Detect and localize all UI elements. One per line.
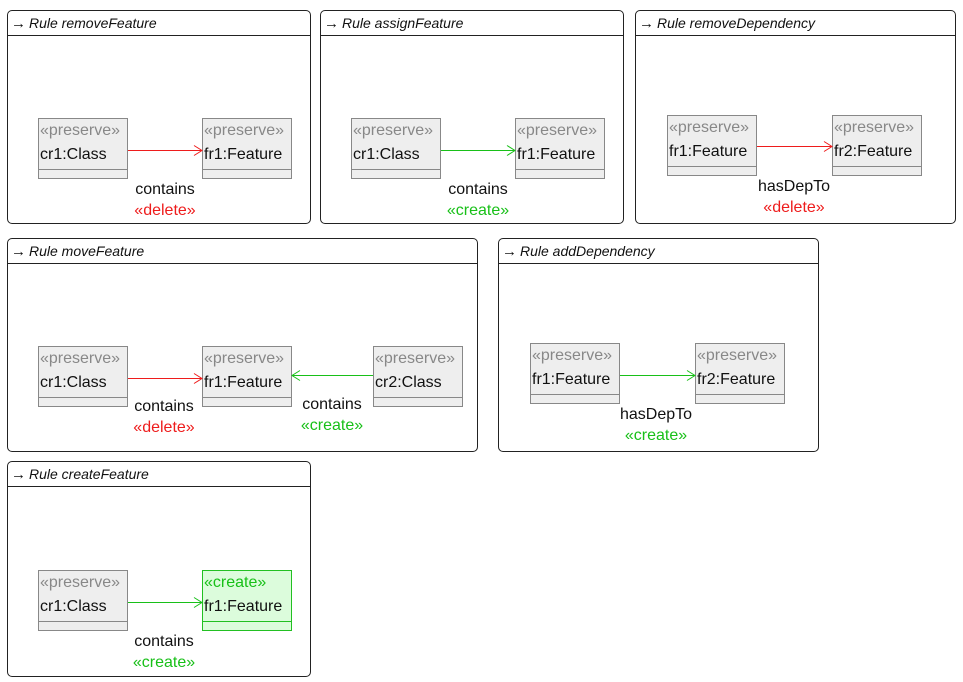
node-name: fr1:Feature: [517, 146, 596, 163]
node-compartment-divider: [39, 397, 127, 398]
node-stereotype: «preserve»: [532, 347, 613, 364]
rule-panel[interactable]: →Rule assignFeature: [320, 10, 624, 224]
rule-panel[interactable]: →Rule moveFeature: [7, 238, 478, 452]
node-stereotype: «preserve»: [697, 347, 778, 364]
edge-stereotype: «create»: [446, 202, 510, 219]
node-compartment-divider: [833, 166, 921, 167]
edge-stereotype: «delete»: [134, 202, 196, 219]
node-cr1-class[interactable]: «preserve» cr1:Class: [38, 346, 128, 407]
rule-title: Rule moveFeature: [29, 243, 145, 259]
node-fr1-feature[interactable]: «create» fr1:Feature: [202, 570, 292, 631]
rule-header[interactable]: →Rule createFeature: [8, 462, 310, 487]
rule-title: Rule addDependency: [520, 243, 655, 259]
rule-header[interactable]: →Rule removeFeature: [8, 11, 310, 36]
node-name: cr1:Class: [40, 146, 107, 163]
node-name: cr2:Class: [375, 374, 442, 391]
edge-stereotype: «create»: [132, 654, 196, 671]
node-fr1-feature[interactable]: «preserve» fr1:Feature: [667, 115, 757, 176]
node-name: fr1:Feature: [532, 371, 611, 388]
node-fr1-feature[interactable]: «preserve» fr1:Feature: [515, 118, 605, 179]
edge-stereotype: «delete»: [133, 419, 195, 436]
node-compartment-divider: [39, 621, 127, 622]
edge-label: hasDepTo: [757, 178, 831, 195]
node-stereotype: «preserve»: [204, 350, 285, 367]
rule-header[interactable]: →Rule assignFeature: [321, 11, 623, 36]
node-name: fr1:Feature: [669, 143, 748, 160]
node-stereotype: «preserve»: [834, 119, 915, 136]
rule-arrow-icon: →: [11, 15, 26, 32]
node-stereotype: «preserve»: [204, 122, 285, 139]
node-name: fr1:Feature: [204, 146, 283, 163]
rule-arrow-icon: →: [324, 15, 339, 32]
rule-header[interactable]: →Rule addDependency: [499, 239, 818, 264]
node-name: fr1:Feature: [204, 598, 283, 615]
node-compartment-divider: [39, 169, 127, 170]
rule-header[interactable]: →Rule removeDependency: [636, 11, 955, 36]
node-compartment-divider: [668, 166, 756, 167]
node-name: cr1:Class: [40, 598, 107, 615]
edge-stereotype: «create»: [624, 427, 688, 444]
rule-title: Rule removeFeature: [29, 15, 157, 31]
node-fr1-feature[interactable]: «preserve» fr1:Feature: [202, 346, 292, 407]
node-compartment-divider: [696, 394, 784, 395]
node-compartment-divider: [516, 169, 604, 170]
edge-label: contains: [448, 181, 508, 198]
node-cr1-class[interactable]: «preserve» cr1:Class: [38, 570, 128, 631]
rule-arrow-icon: →: [639, 15, 654, 32]
rule-title: Rule createFeature: [29, 466, 149, 482]
node-compartment-divider: [531, 394, 619, 395]
node-fr2-feature[interactable]: «preserve» fr2:Feature: [695, 343, 785, 404]
edge-stereotype: «create»: [300, 417, 364, 434]
node-fr1-feature[interactable]: «preserve» fr1:Feature: [202, 118, 292, 179]
node-cr1-class[interactable]: «preserve» cr1:Class: [38, 118, 128, 179]
node-stereotype: «preserve»: [353, 122, 434, 139]
node-stereotype: «preserve»: [517, 122, 598, 139]
node-fr2-feature[interactable]: «preserve» fr2:Feature: [832, 115, 922, 176]
node-fr1-feature[interactable]: «preserve» fr1:Feature: [530, 343, 620, 404]
edge-label: contains: [135, 181, 195, 198]
node-stereotype: «preserve»: [40, 574, 121, 591]
node-compartment-divider: [374, 397, 462, 398]
node-name: fr2:Feature: [834, 143, 913, 160]
rule-arrow-icon: →: [11, 466, 26, 483]
node-stereotype: «preserve»: [40, 122, 121, 139]
edge-label: contains: [134, 633, 194, 650]
rule-title: Rule removeDependency: [657, 15, 815, 31]
node-cr2-class[interactable]: «preserve» cr2:Class: [373, 346, 463, 407]
rule-arrow-icon: →: [11, 243, 26, 260]
rule-panel[interactable]: →Rule createFeature: [7, 461, 311, 677]
node-compartment-divider: [203, 621, 291, 622]
rule-arrow-icon: →: [502, 243, 517, 260]
rule-header[interactable]: →Rule moveFeature: [8, 239, 477, 264]
node-stereotype: «preserve»: [375, 350, 456, 367]
node-stereotype: «preserve»: [669, 119, 750, 136]
node-name: fr2:Feature: [697, 371, 776, 388]
node-name: cr1:Class: [40, 374, 107, 391]
edge-label: hasDepTo: [619, 406, 693, 423]
node-stereotype: «preserve»: [40, 350, 121, 367]
node-stereotype: «create»: [204, 574, 267, 591]
node-cr1-class[interactable]: «preserve» cr1:Class: [351, 118, 441, 179]
node-compartment-divider: [203, 397, 291, 398]
node-name: fr1:Feature: [204, 374, 283, 391]
node-compartment-divider: [203, 169, 291, 170]
edge-label: contains: [134, 398, 194, 415]
edge-stereotype: «delete»: [763, 199, 825, 216]
node-compartment-divider: [352, 169, 440, 170]
rule-panel[interactable]: →Rule removeFeature: [7, 10, 311, 224]
edge-label: contains: [302, 396, 362, 413]
node-name: cr1:Class: [353, 146, 420, 163]
rule-title: Rule assignFeature: [342, 15, 464, 31]
